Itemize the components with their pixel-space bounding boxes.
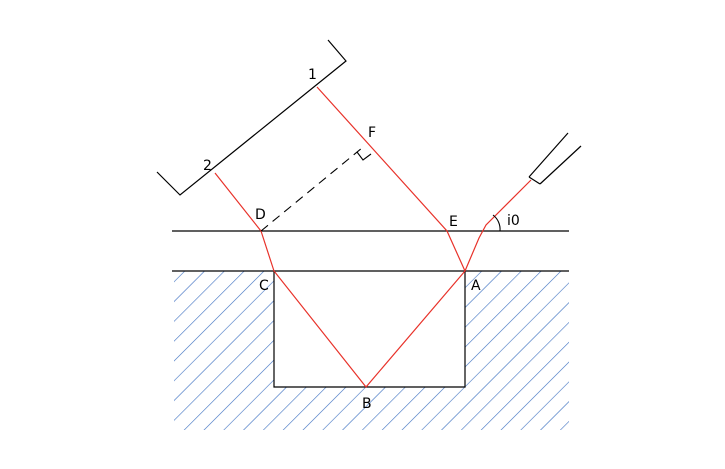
source-tube-end [528, 176, 541, 185]
label-F: F [368, 125, 376, 141]
cavity-outline [273, 271, 466, 388]
source-tube-edge-right [539, 145, 582, 185]
angle-arc [492, 214, 501, 232]
label-1: 1 [308, 67, 317, 83]
label-C: C [259, 278, 269, 294]
refracted-ray-2 [214, 172, 466, 388]
label-B: B [362, 396, 372, 412]
perpendicular-dashed-line [260, 147, 363, 232]
label-A: A [471, 278, 481, 294]
label-angle-i0: i0 [507, 213, 520, 229]
right-angle-marker [356, 151, 372, 161]
incident-ray [464, 179, 532, 272]
detector-plane [156, 39, 347, 196]
label-E: E [449, 214, 458, 230]
label-2: 2 [203, 158, 212, 174]
reflected-ray-1 [316, 86, 466, 272]
label-D: D [255, 207, 266, 223]
source-tube-edge-left [528, 132, 569, 178]
